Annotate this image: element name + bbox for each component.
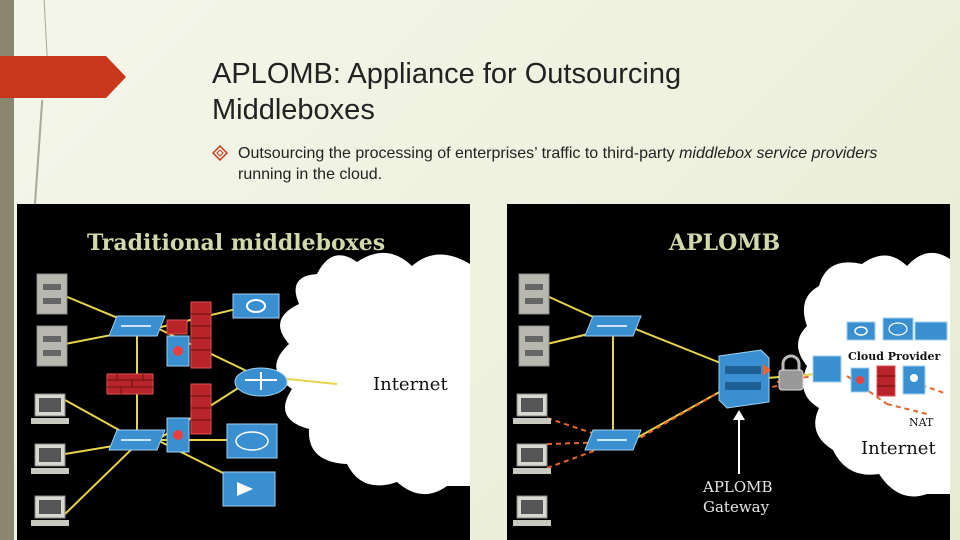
ids-device-icon xyxy=(850,367,870,393)
bullet-text: Outsourcing the processing of enterprise… xyxy=(238,143,908,185)
network-switch-icon xyxy=(108,429,166,451)
title-accent-arrow xyxy=(0,56,126,98)
ids-device-icon xyxy=(166,417,190,453)
ids-device-icon xyxy=(166,335,190,367)
network-links xyxy=(546,295,818,441)
wan-optimizer-icon xyxy=(226,423,278,459)
file-server-icon xyxy=(36,273,68,315)
aplomb-gateway-icon xyxy=(718,349,771,409)
desktop-computer-icon xyxy=(31,393,69,424)
firewall-icon xyxy=(876,365,896,397)
accelerator-icon xyxy=(812,355,842,383)
lock-icon xyxy=(778,354,804,391)
load-balancer-icon xyxy=(846,321,876,341)
desktop-computer-icon xyxy=(31,495,69,526)
panel-title: APLOMB xyxy=(668,230,780,256)
bullet-text-italic: providers xyxy=(811,145,878,162)
gateway-pointer-arrow xyxy=(733,410,745,474)
desktop-computer-icon xyxy=(513,443,551,474)
bullet-text-part: Outsourcing the processing of enterprise… xyxy=(238,145,680,162)
firewall-icon xyxy=(106,373,154,395)
nat-device-icon xyxy=(902,365,926,395)
network-switch-icon xyxy=(584,429,642,451)
network-switch-icon xyxy=(108,315,166,337)
slide-title-line2: Middleboxes xyxy=(212,94,375,126)
file-server-icon xyxy=(36,325,68,367)
desktop-computer-icon xyxy=(31,443,69,474)
desktop-computer-icon xyxy=(513,393,551,424)
firewall-icon xyxy=(190,301,212,369)
panel-title: Traditional middleboxes xyxy=(87,230,385,256)
wan-optimizer-icon xyxy=(882,317,914,341)
router-icon xyxy=(914,321,948,341)
network-switch-icon xyxy=(584,315,642,337)
router-icon xyxy=(234,367,288,397)
bullet-text-part: running in the cloud. xyxy=(238,166,383,183)
aplomb-panel: APLOMB xyxy=(507,204,950,540)
nat-label: NAT xyxy=(909,416,934,429)
slide-title-line1: APLOMB: Appliance for Outsourcing xyxy=(212,58,682,90)
firewall-icon xyxy=(190,383,212,435)
accelerator-icon xyxy=(222,471,276,507)
file-server-icon xyxy=(518,273,550,315)
slide-title: APLOMB: Appliance for Outsourcing Middle… xyxy=(212,56,852,128)
bullet-text-italic: middlebox service xyxy=(679,145,808,162)
cloud-label: Internet xyxy=(373,374,448,395)
internet-cloud-icon xyxy=(798,252,950,497)
traditional-middleboxes-panel: Traditional middleboxes Internet xyxy=(17,204,470,540)
file-server-icon xyxy=(518,325,550,367)
desktop-computer-icon xyxy=(513,495,551,526)
firewall-icon xyxy=(166,319,188,335)
left-decorative-strip xyxy=(0,0,14,540)
cloud-provider-label: Cloud Provider xyxy=(848,350,940,363)
internet-cloud-icon xyxy=(276,252,470,495)
gateway-label-line2: Gateway xyxy=(703,498,770,516)
load-balancer-icon xyxy=(232,293,280,319)
gateway-label-line1: APLOMB xyxy=(702,478,773,496)
cloud-label: Internet xyxy=(861,438,936,459)
diamond-outline-icon xyxy=(212,145,228,161)
